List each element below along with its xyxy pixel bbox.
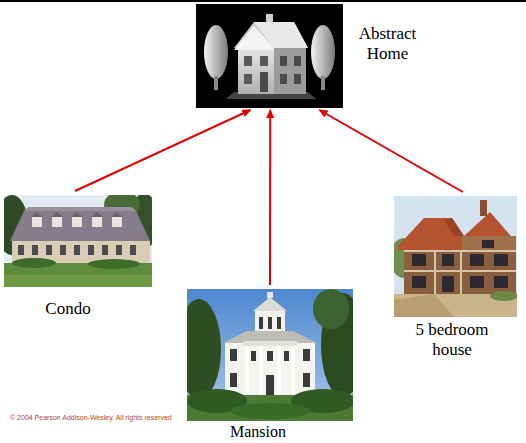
condo-node: Condo xyxy=(4,195,152,287)
top-rule xyxy=(0,0,526,4)
abstract-home-picture xyxy=(196,4,343,108)
picture-caption: 5 bedroom house xyxy=(404,320,500,360)
picture-caption: Abstract Home xyxy=(350,24,425,64)
mansion-node: Mansion xyxy=(187,289,353,421)
inheritance-arrow xyxy=(319,110,462,192)
copyright-note: © 2004 Pearson Addison-Wesley. All right… xyxy=(10,413,172,422)
picture-caption: Condo xyxy=(18,299,118,319)
picture-caption: Mansion xyxy=(213,422,303,442)
condo-picture xyxy=(4,195,152,287)
abstract-home-node: Abstract Home xyxy=(196,4,343,108)
inheritance-arrow xyxy=(75,110,250,191)
inheritance-arrow xyxy=(269,110,271,285)
bedroom-house-node: 5 bedroom house xyxy=(394,196,517,317)
bedroom-house-picture xyxy=(394,196,517,317)
mansion-picture xyxy=(187,289,353,421)
